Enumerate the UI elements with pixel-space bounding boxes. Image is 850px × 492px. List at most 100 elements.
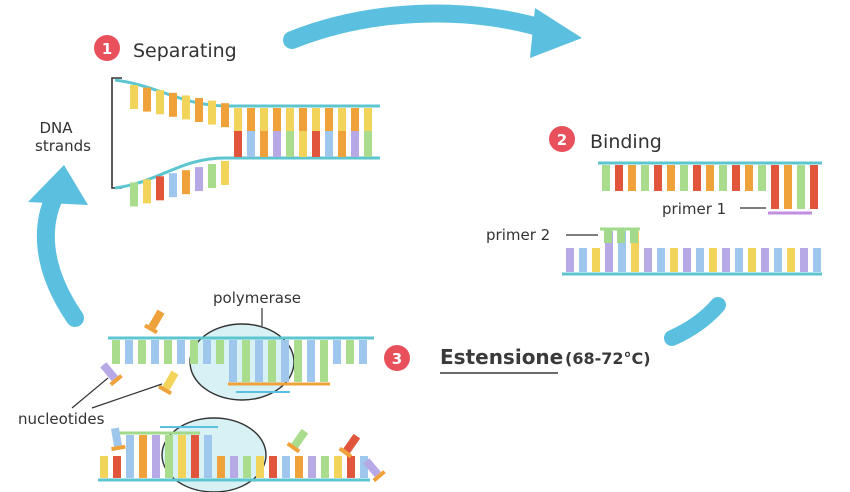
- ext-base-top: [164, 340, 172, 364]
- cycle-arrow-top: [283, 4, 582, 58]
- ext-base-bottom: [256, 456, 264, 478]
- base-bottom: [195, 167, 203, 192]
- base-top-strand: [719, 165, 727, 191]
- ext-base-top: [281, 340, 289, 382]
- ext-base-bottom: [139, 435, 147, 478]
- base-top: [234, 108, 242, 132]
- base-top-strand: [797, 165, 805, 209]
- ext-base-bottom: [334, 456, 342, 478]
- base-bottom: [130, 182, 138, 207]
- base-top-strand: [628, 165, 636, 191]
- ext-base-top: [346, 340, 354, 364]
- separating-bases: [130, 85, 372, 207]
- base-top-strand: [680, 165, 688, 191]
- ext-base-top: [190, 340, 198, 364]
- binding-bases: [566, 165, 821, 272]
- base-bottom-strand: [813, 248, 821, 272]
- base-top: [364, 108, 372, 132]
- base-bottom-strand: [696, 248, 704, 272]
- base-bottom: [182, 170, 190, 195]
- dna-label-line1: DNA: [39, 119, 73, 137]
- ext-base-bottom: [321, 456, 329, 478]
- base-bottom-strand: [761, 248, 769, 272]
- base-top: [351, 108, 359, 132]
- base-top: [156, 90, 164, 115]
- svg-text:3: 3: [392, 350, 402, 368]
- base-bottom-strand: [787, 248, 795, 272]
- base-bottom-strand: [670, 248, 678, 272]
- base-top-strand: [810, 165, 818, 209]
- base-top: [208, 100, 216, 125]
- base-bottom: [208, 164, 216, 189]
- extension-bases: [100, 340, 368, 478]
- ext-base-top: [333, 340, 341, 364]
- base-top-strand: [667, 165, 675, 191]
- base-bottom-strand: [566, 248, 574, 272]
- base-top: [286, 108, 294, 132]
- base-top: [299, 108, 307, 132]
- primer1-label: primer 1: [662, 200, 726, 218]
- base-bottom-strand: [722, 248, 730, 272]
- ext-base-bottom: [178, 435, 186, 478]
- cycle-arrow-left: [28, 165, 88, 327]
- step1-label: Separating: [133, 40, 237, 62]
- base-top: [169, 92, 177, 117]
- base-bottom: [221, 160, 229, 185]
- ext-base-bottom: [152, 435, 160, 478]
- ext-base-bottom: [308, 456, 316, 478]
- base-top-strand: [654, 165, 662, 191]
- ext-base-bottom: [204, 435, 212, 478]
- ext-base-top: [359, 340, 367, 364]
- nucleotides-label: nucleotides: [18, 410, 105, 428]
- base-bottom-strand: [748, 248, 756, 272]
- primer2-base: [604, 229, 612, 243]
- primer2-base: [630, 229, 638, 243]
- nucleotide-icon: [100, 362, 123, 387]
- base-bottom: [312, 131, 320, 157]
- base-bottom-strand: [592, 248, 600, 272]
- base-bottom-strand: [644, 248, 652, 272]
- base-top-strand: [602, 165, 610, 191]
- cycle-arrow-right: [664, 297, 726, 346]
- ext-base-top: [112, 340, 120, 364]
- primer2-label: primer 2: [486, 226, 550, 244]
- ext-base-top: [255, 340, 263, 382]
- ext-base-bottom: [217, 456, 225, 478]
- nucleotide-icon: [338, 433, 361, 459]
- step2-badge: 2: [549, 126, 575, 152]
- base-bottom-strand: [631, 231, 639, 272]
- base-bottom-strand: [735, 248, 743, 272]
- nucleotide-icon: [363, 458, 386, 483]
- ext-base-bottom: [126, 435, 134, 478]
- free-nucleotides: [100, 309, 386, 483]
- base-top-strand: [693, 165, 701, 191]
- base-bottom: [351, 131, 359, 157]
- strand-top: [114, 78, 380, 108]
- nucleotides-leader-1: [71, 377, 109, 409]
- nucleotide-icon: [143, 309, 165, 335]
- ext-base-bottom: [295, 456, 303, 478]
- base-bottom: [338, 131, 346, 157]
- base-bottom: [260, 131, 268, 157]
- base-bottom-strand: [683, 248, 691, 272]
- base-top: [143, 87, 151, 112]
- svg-text:1: 1: [102, 40, 112, 58]
- polymerase-label: polymerase: [213, 289, 301, 307]
- ext-base-top: [216, 340, 224, 364]
- nucleotide-icon: [286, 428, 309, 454]
- base-bottom: [364, 131, 372, 157]
- base-bottom-strand: [579, 248, 587, 272]
- base-top-strand: [758, 165, 766, 191]
- base-top-strand: [615, 165, 623, 191]
- ext-base-top: [320, 340, 328, 382]
- primer2-base: [617, 229, 625, 243]
- base-top: [260, 108, 268, 132]
- ext-base-top: [151, 340, 159, 364]
- base-bottom: [299, 131, 307, 157]
- ext-base-bottom: [165, 435, 173, 478]
- ext-base-bottom: [347, 456, 355, 478]
- dna-label-line2: strands: [35, 137, 91, 155]
- ext-base-bottom: [282, 456, 290, 478]
- base-bottom-strand: [800, 248, 808, 272]
- ext-base-bottom: [243, 456, 251, 478]
